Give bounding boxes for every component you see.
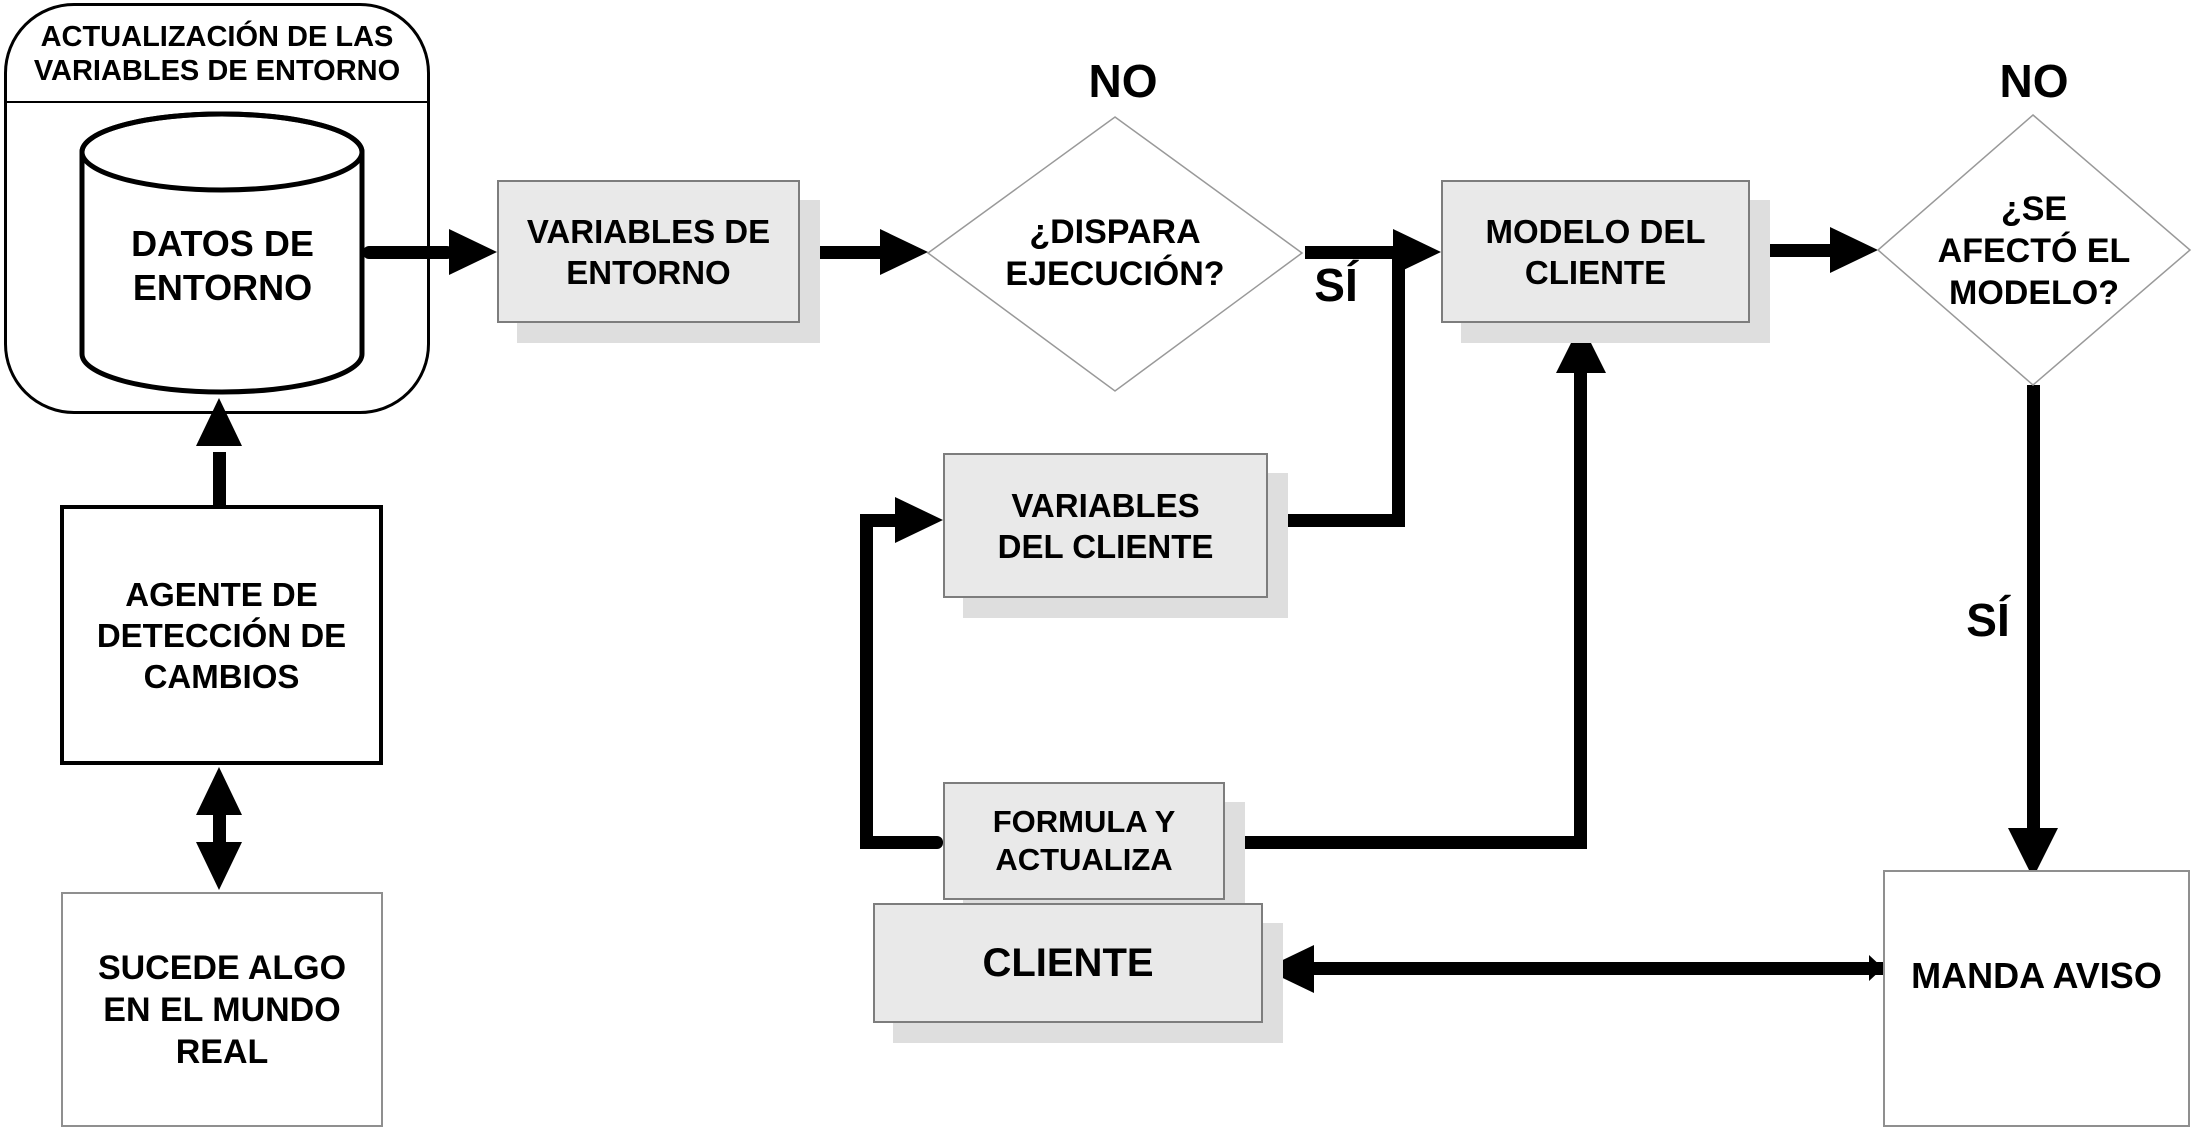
sucede-line2: EN EL MUNDO [103,990,341,1029]
node-agente-deteccion-cambios: AGENTE DE DETECCIÓN DE CAMBIOS [60,505,383,765]
edge-formula-out-h [860,836,943,849]
edge-agente-sucede-v [213,810,226,845]
edge-datos-to-variables-entorno [363,246,453,259]
arrowhead-into-cliente [1264,945,1314,993]
label-si-afecto: SÍ [1966,594,2010,646]
label-no-afecto: NO [1999,55,2069,107]
arrowhead-into-container [196,398,242,446]
dispara-line1: ¿DISPARA [1029,213,1201,251]
node-datos-de-entorno: DATOS DE ENTORNO [100,222,345,310]
group-title: ACTUALIZACIÓN DE LAS VARIABLES DE ENTORN… [7,6,427,103]
modelo-cliente-line1: MODELO DEL [1485,212,1706,250]
node-cliente: CLIENTE [873,903,1263,1023]
database-cylinder-icon [79,111,365,395]
agente-line1: AGENTE DE [125,575,318,613]
variables-entorno-line2: ENTORNO [566,253,731,291]
node-se-afecto-modelo: ¿SE AFECTÓ EL MODELO? [1909,188,2159,314]
formula-line1: FORMULA Y [992,804,1176,839]
variables-entorno-line1: VARIABLES DE [526,212,771,250]
node-modelo-del-cliente: MODELO DEL CLIENTE [1441,180,1750,323]
edge-agente-to-datos-v [213,452,226,506]
arrowhead-into-variables-entorno [449,229,497,275]
formula-line2: ACTUALIZA [995,842,1173,877]
node-manda-aviso: MANDA AVISO [1883,870,2190,1127]
edge-formula-loop-v [860,514,873,849]
node-dispara-ejecucion: ¿DISPARA EJECUCIÓN? [953,211,1277,295]
arrowhead-into-variables-cliente [895,497,943,543]
node-datos-line2: ENTORNO [132,267,313,308]
edge-si2-to-manda-aviso [2027,385,2040,830]
label-si-dispara: SÍ [1314,259,1358,311]
arrowhead-into-sucede [196,842,242,890]
decision-diamond-afecto [1876,114,2192,386]
edge-si-to-modelo [1305,246,1397,259]
edge-variables-cliente-out-h [1268,514,1400,527]
variables-cliente-line2: DEL CLIENTE [997,527,1214,565]
afecto-line2: AFECTÓ EL [1937,232,2131,270]
arrowhead-into-agente [196,767,242,815]
group-title-line1: ACTUALIZACIÓN DE LAS [40,20,394,53]
variables-cliente-line1: VARIABLES [1011,486,1200,524]
arrowhead-into-afecto [1830,227,1878,273]
edge-formula-to-modelo-v [1574,370,1587,849]
edge-formula-to-modelo-h [1225,836,1585,849]
connector-nub-manda-aviso [1869,955,1883,981]
afecto-line3: MODELO? [1949,274,2119,312]
edge-loop-to-variables-cliente-h [860,514,905,527]
decision-diamond-dispara [926,116,1304,392]
edge-variables-cliente-out-v [1392,252,1405,527]
node-variables-del-cliente: VARIABLES DEL CLIENTE [943,453,1268,598]
modelo-cliente-line2: CLIENTE [1524,253,1667,291]
node-sucede-algo-mundo-real: SUCEDE ALGO EN EL MUNDO REAL [61,892,383,1127]
label-no-dispara: NO [1088,55,1158,107]
agente-line2: DETECCIÓN DE [96,616,347,654]
manda-aviso-label: MANDA AVISO [1911,955,2162,996]
edge-manda-aviso-to-cliente [1312,962,1883,975]
afecto-line1: ¿SE [2000,190,2068,228]
arrowhead-into-dispara [880,229,928,275]
node-variables-de-entorno: VARIABLES DE ENTORNO [497,180,800,323]
cliente-label: CLIENTE [982,941,1154,985]
edge-modelo-to-afecto [1750,244,1840,257]
node-datos-line1: DATOS DE [131,223,314,264]
group-title-line2: VARIABLES DE ENTORNO [33,54,401,87]
agente-line3: CAMBIOS [143,657,300,695]
arrowhead-into-modelo-bottom [1556,323,1606,373]
edge-variables-entorno-to-dispara [800,246,885,259]
sucede-line1: SUCEDE ALGO [97,948,347,987]
dispara-line2: EJECUCIÓN? [1005,255,1225,293]
arrowhead-into-manda-aviso [2008,828,2058,878]
sucede-line3: REAL [175,1032,269,1071]
node-formula-y-actualiza: FORMULA Y ACTUALIZA [943,782,1225,900]
